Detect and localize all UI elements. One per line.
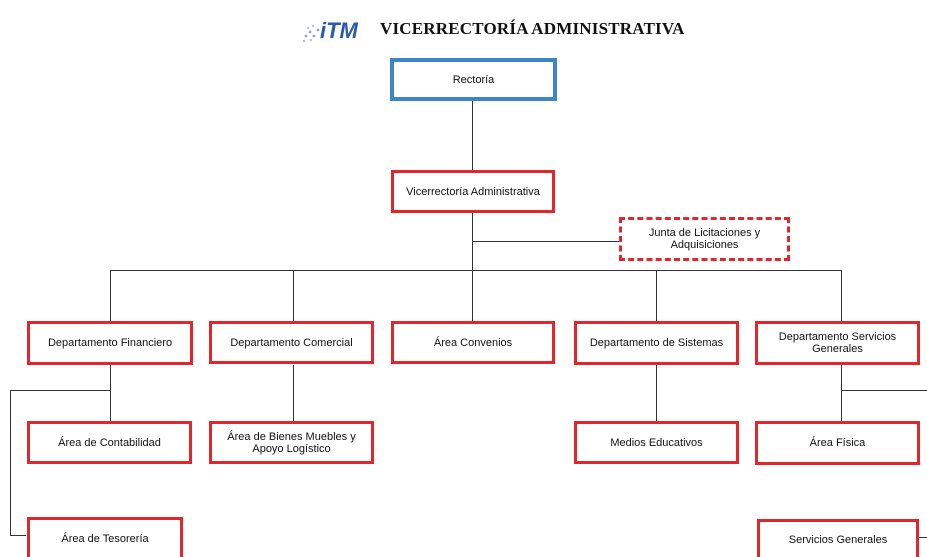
node-label: Departamento Financiero — [47, 337, 173, 349]
node-label: Rectoría — [452, 73, 495, 86]
connector — [841, 390, 927, 391]
connector — [841, 270, 842, 321]
connector — [656, 270, 657, 321]
node-label: Departamento Comercial — [230, 336, 353, 349]
header: iTM VICERRECTORÍA ADMINISTRATIVA — [300, 12, 685, 46]
node-vicerrectoria-administrativa: Vicerrectoría Administrativa — [391, 170, 555, 213]
node-departamento-servicios-generales: Departamento Servicios Generales — [755, 321, 920, 365]
connector — [656, 365, 657, 421]
node-area-tesoreria: Área de Tesorería — [27, 517, 183, 557]
connector — [293, 270, 294, 321]
node-area-fisica: Área Física — [755, 421, 920, 465]
connector — [841, 365, 842, 421]
connector — [10, 535, 26, 536]
node-label: Medios Educativos — [610, 436, 703, 449]
node-label: Servicios Generales — [788, 533, 888, 546]
node-departamento-comercial: Departamento Comercial — [209, 321, 374, 364]
connector — [472, 212, 473, 270]
node-label: Área de Tesorería — [61, 532, 149, 545]
connector — [10, 390, 11, 535]
node-label: Departamento de Sistemas — [589, 337, 724, 349]
node-label: Área de Contabilidad — [58, 436, 161, 449]
connector — [110, 270, 111, 321]
connector — [110, 270, 842, 271]
node-label: Área Convenios — [433, 336, 513, 349]
connector — [10, 390, 110, 391]
node-rectoria: Rectoría — [390, 58, 557, 101]
node-label: Departamento Servicios Generales — [778, 331, 897, 355]
node-departamento-sistemas: Departamento de Sistemas — [574, 321, 739, 365]
node-area-convenios: Área Convenios — [391, 321, 555, 364]
page-title: VICERRECTORÍA ADMINISTRATIVA — [380, 19, 685, 38]
connector — [918, 537, 927, 538]
connector — [293, 365, 294, 421]
itm-logo: iTM — [302, 18, 359, 43]
node-medios-educativos: Medios Educativos — [574, 421, 739, 464]
connector — [472, 100, 473, 170]
node-label: Área Física — [809, 437, 866, 449]
node-label: Junta de Licitaciones y Adquisiciones — [648, 227, 761, 251]
node-label: Vicerrectoría Administrativa — [406, 185, 540, 198]
connector — [472, 270, 473, 321]
connector — [473, 241, 619, 242]
node-label: Área de Bienes Muebles y Apoyo Logístico — [227, 430, 356, 455]
node-area-bienes-muebles: Área de Bienes Muebles y Apoyo Logístico — [209, 421, 374, 464]
node-departamento-financiero: Departamento Financiero — [27, 321, 193, 365]
node-junta-licitaciones: Junta de Licitaciones y Adquisiciones — [619, 217, 790, 261]
connector — [110, 365, 111, 421]
logo-text: iTM — [320, 18, 359, 43]
node-area-contabilidad: Área de Contabilidad — [27, 421, 192, 464]
node-servicios-generales: Servicios Generales — [757, 519, 919, 557]
